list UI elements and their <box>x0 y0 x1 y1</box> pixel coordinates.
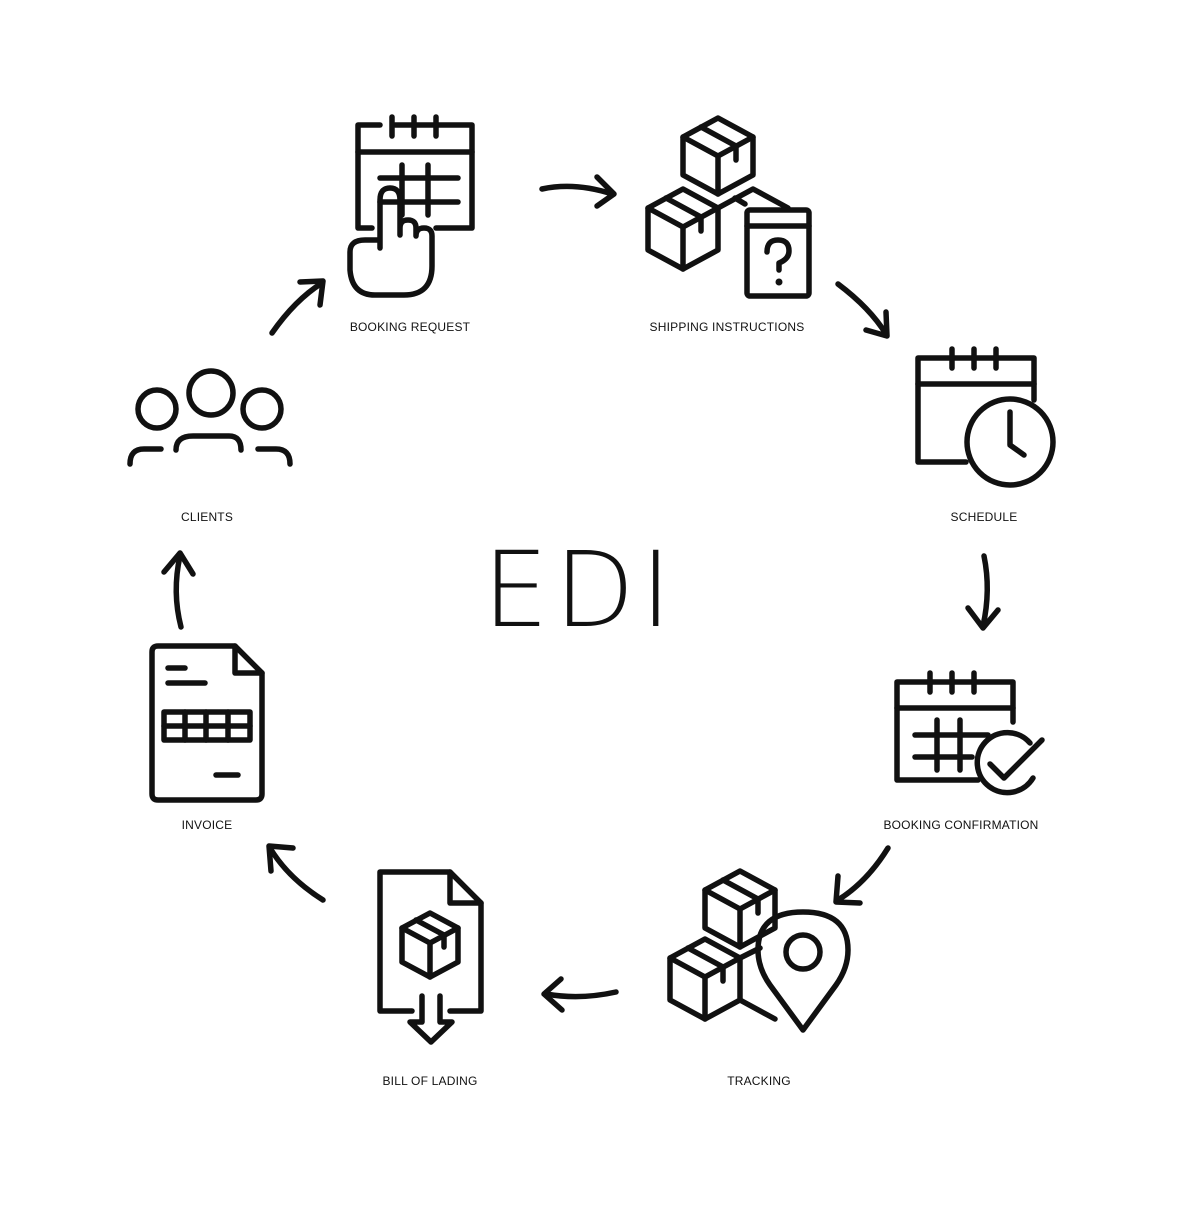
people-group-icon <box>127 368 293 467</box>
document-box-download-icon <box>377 869 484 1045</box>
arrow-schedule-to-confirmation <box>965 553 1001 631</box>
arrow-booking-to-shipping <box>539 174 617 209</box>
calendar-hand-icon <box>347 114 475 298</box>
arrow-tracking-to-lading <box>541 976 619 1013</box>
node-label-bill-of-lading: BILL OF LADING <box>382 1074 478 1088</box>
arrow-invoice-to-clients <box>161 550 196 630</box>
node-label-booking-request: BOOKING REQUEST <box>349 320 471 334</box>
node-label-tracking: TRACKING <box>727 1074 791 1088</box>
node-label-invoice: INVOICE <box>181 818 233 832</box>
calendar-clock-icon <box>915 346 1056 488</box>
node-label-booking-confirmation: BOOKING CONFIRMATION <box>883 818 1039 832</box>
node-label-shipping-instructions: SHIPPING INSTRUCTIONS <box>649 320 805 334</box>
calendar-check-icon <box>894 670 1045 796</box>
node-label-schedule: SCHEDULE <box>950 510 1018 524</box>
node-label-clients: CLIENTS <box>180 510 234 524</box>
arrow-clients-to-booking <box>269 278 326 336</box>
arrow-confirmation-to-tracking <box>833 845 891 906</box>
invoice-document-icon <box>149 643 265 803</box>
boxes-location-pin-icon <box>667 868 851 1033</box>
flow-arrows <box>161 174 1001 1013</box>
boxes-document-question-icon <box>645 115 812 299</box>
arrow-lading-to-invoice <box>266 843 326 903</box>
arrow-shipping-to-schedule <box>835 281 890 339</box>
page-title: EDI <box>482 529 678 651</box>
